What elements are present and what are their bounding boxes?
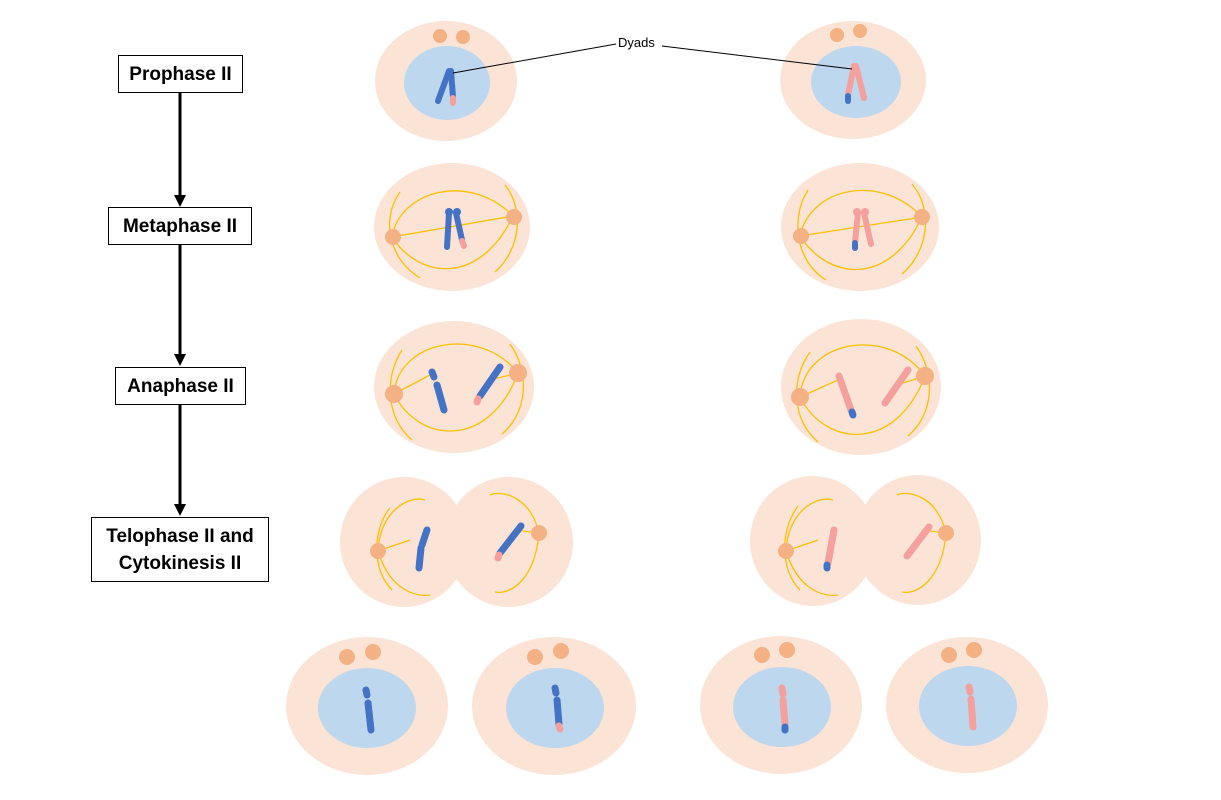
centrosome [385, 385, 403, 403]
centrosome [778, 543, 794, 559]
centrosome [385, 229, 401, 245]
centrosome [531, 525, 547, 541]
dyads-annotation: Dyads [618, 35, 655, 50]
stage-box-metaphase: Metaphase II [108, 207, 252, 245]
daughter-cell-4 [886, 637, 1048, 773]
telophase-cell-right [750, 475, 981, 606]
daughter-cell-1 [286, 637, 448, 775]
centrosome [509, 364, 527, 382]
flow-arrows [174, 93, 186, 516]
centrosome [853, 24, 867, 38]
centrosome [791, 388, 809, 406]
centrosome [830, 28, 844, 42]
centrosome [916, 367, 934, 385]
dyad-chromosome [435, 68, 456, 106]
centrosome [779, 642, 795, 658]
centrosome [553, 643, 569, 659]
arrowhead-anaphase-telophase [174, 504, 186, 516]
centrosome [506, 209, 522, 225]
centrosome [793, 228, 809, 244]
prophase-cell-right [780, 21, 926, 139]
centrosome [370, 543, 386, 559]
stage-box-anaphase: Anaphase II [115, 367, 246, 405]
centrosome [941, 647, 957, 663]
prophase-cell-left [375, 21, 517, 141]
centrosome [938, 525, 954, 541]
stage-box-telophase: Telophase II and Cytokinesis II [91, 517, 269, 582]
centrosome [966, 642, 982, 658]
centrosome [754, 647, 770, 663]
arrowhead-metaphase-anaphase [174, 354, 186, 366]
centrosome [339, 649, 355, 665]
dyads-leader-lines [452, 43, 853, 74]
stage-box-prophase: Prophase II [118, 55, 243, 93]
centrosome [914, 209, 930, 225]
daughter-cell-3 [700, 636, 862, 774]
telophase-cell-left [340, 477, 573, 607]
metaphase-cell-right [781, 163, 939, 291]
centrosome [456, 30, 470, 44]
metaphase-cell-left [374, 163, 530, 291]
dyad-chromosome [845, 63, 867, 104]
anaphase-cell-left [374, 321, 534, 453]
centrosome [433, 29, 447, 43]
centrosome [527, 649, 543, 665]
daughter-cell-2 [472, 637, 636, 775]
anaphase-cell-right [781, 319, 941, 455]
centrosome [365, 644, 381, 660]
arrowhead-prophase-metaphase [174, 195, 186, 207]
